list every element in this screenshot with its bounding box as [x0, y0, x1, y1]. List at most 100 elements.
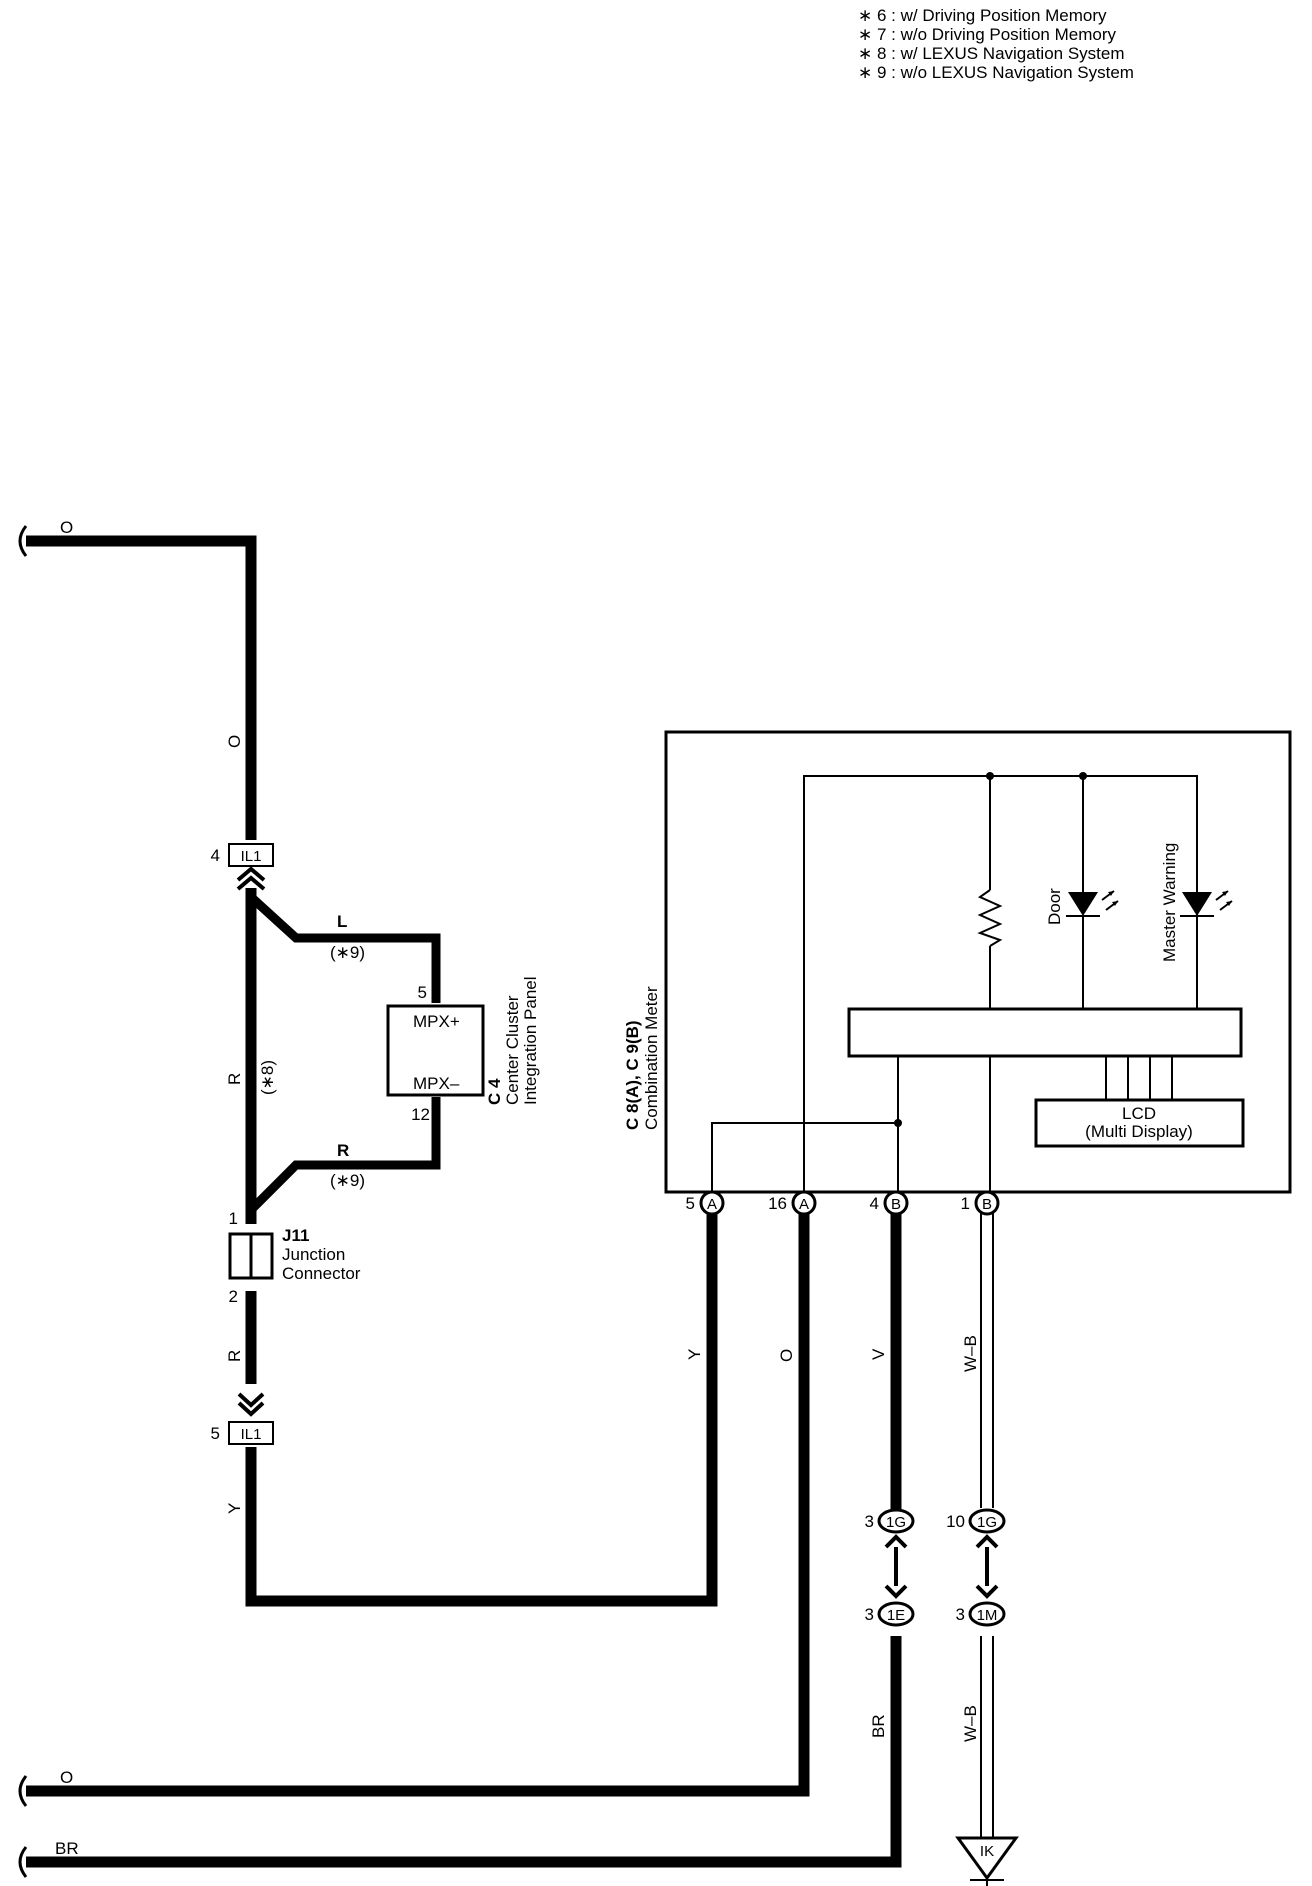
wire-wb-upper: [980, 1213, 994, 1508]
note-6: ∗ 6 : w/ Driving Position Memory: [858, 6, 1107, 25]
thick-wires: [26, 535, 902, 1868]
svg-text:B: B: [891, 1196, 901, 1213]
label-meter-v: V: [869, 1348, 888, 1360]
label-r-main: R: [225, 1073, 244, 1085]
label-bottom-br: BR: [55, 1839, 79, 1858]
c4-mpx-minus: MPX–: [413, 1074, 460, 1093]
c4-name-1: Center Cluster: [503, 995, 522, 1105]
wire-r-branch: [247, 1097, 441, 1214]
svg-text:1G: 1G: [977, 1514, 997, 1531]
connector-il1-top: IL1 4: [211, 843, 274, 891]
label-top-o: O: [60, 518, 73, 537]
svg-text:3: 3: [956, 1605, 965, 1624]
label-meter-o: O: [777, 1349, 796, 1362]
c4-pin-top: 5: [418, 983, 427, 1002]
label-br-vertical: BR: [869, 1714, 888, 1738]
resistor-icon: [977, 889, 1003, 947]
svg-text:10: 10: [946, 1512, 965, 1531]
wire-o-bottom: [26, 1213, 810, 1797]
svg-text:IK: IK: [980, 1843, 994, 1860]
j11-pin-bottom: 2: [229, 1287, 238, 1306]
svg-text:1G: 1G: [886, 1514, 906, 1531]
chevron-down-icon: [237, 1392, 265, 1417]
note-8: ∗ 8 : w/ LEXUS Navigation System: [858, 44, 1125, 63]
component-combination-meter: C 8(A), C 9(B) Combination Meter: [623, 730, 1292, 1194]
wire-o-top: [26, 535, 257, 840]
label-left-o: O: [225, 735, 244, 748]
il1-top-pin: 4: [211, 846, 220, 865]
il1-bottom-id: IL1: [241, 1426, 262, 1443]
label-l: L: [337, 912, 347, 931]
break-top: [18, 525, 28, 557]
c4-id: C 4: [485, 1078, 504, 1105]
meter-ic: [847, 1007, 1243, 1058]
il1-top-id: IL1: [241, 848, 262, 865]
meter-pins: A 5 A 16 B 4 B 1: [686, 1190, 1000, 1216]
connector-j11: 1 2 J11 Junction Connector: [228, 1209, 361, 1306]
break-o: [18, 1775, 28, 1807]
lcd-bus: [1105, 1056, 1173, 1100]
svg-text:16: 16: [768, 1194, 787, 1213]
wire-y-loop: [245, 1213, 718, 1607]
notes-legend: ∗ 6 : w/ Driving Position Memory ∗ 7 : w…: [858, 6, 1134, 82]
meter-pin-a16: A 16: [768, 1190, 817, 1216]
wire-br-bottom: [26, 1636, 902, 1868]
led-icon-door: [1066, 890, 1119, 917]
connector-il1-bottom: IL1 5: [211, 1392, 274, 1445]
connector-1e: 1E 3: [865, 1601, 915, 1627]
svg-text:5: 5: [686, 1194, 695, 1213]
ground-ik: IK: [955, 1836, 1019, 1886]
wire-wb-lower: [980, 1636, 994, 1838]
label-wb-lower: W–B: [961, 1705, 980, 1742]
svg-text:B: B: [982, 1196, 992, 1213]
wire-l-branch: [247, 893, 441, 1003]
svg-text:A: A: [707, 1196, 717, 1213]
label-meter-wb: W–B: [961, 1335, 980, 1372]
label-star8: (∗8): [258, 1060, 277, 1095]
meter-box: [664, 730, 1292, 1194]
meter-name: Combination Meter: [642, 986, 661, 1130]
chevron-pair-icon: [884, 1534, 999, 1599]
connector-1m: 1M 3: [956, 1601, 1006, 1627]
connector-1g-right: 1G 10: [946, 1508, 1006, 1534]
svg-text:1M: 1M: [977, 1607, 998, 1624]
wire-labels: O O L (∗9) R (∗8) R (∗9) R Y Y O V W–B B…: [55, 518, 980, 1858]
label-bottom-o: O: [60, 1768, 73, 1787]
break-marks: [18, 525, 28, 1878]
connector-1g-left: 1G 3: [865, 1508, 915, 1534]
component-c4: MPX+ MPX– 5 12 C 4 Center Cluster Integr…: [386, 976, 540, 1124]
led-icon-master: [1180, 890, 1233, 917]
j11-id: J11: [282, 1226, 309, 1245]
meter-id: C 8(A), C 9(B): [623, 1020, 642, 1130]
master-warning-label: Master Warning: [1160, 843, 1179, 962]
c4-name-2: Integration Panel: [521, 976, 540, 1105]
svg-text:1: 1: [961, 1194, 970, 1213]
c4-pin-bottom: 12: [411, 1105, 430, 1124]
lcd-box: [1034, 1098, 1245, 1148]
lcd-label-1: LCD: [1122, 1104, 1156, 1123]
label-r-lower: R: [337, 1141, 349, 1160]
break-br: [18, 1846, 28, 1878]
svg-text:1E: 1E: [887, 1607, 905, 1624]
note-9: ∗ 9 : w/o LEXUS Navigation System: [858, 63, 1134, 82]
label-l-note: (∗9): [330, 943, 365, 962]
door-label: Door: [1045, 888, 1064, 925]
svg-text:A: A: [799, 1196, 809, 1213]
svg-text:4: 4: [870, 1194, 879, 1213]
label-il1-y: Y: [225, 1503, 244, 1514]
j11-name-1: Junction: [282, 1245, 345, 1264]
label-j11-r: R: [225, 1350, 244, 1362]
il1-bottom-pin: 5: [211, 1424, 220, 1443]
branch-wires: [247, 893, 441, 1214]
wb-wire: [980, 1213, 994, 1838]
label-meter-y: Y: [685, 1349, 704, 1360]
j11-pin-top: 1: [229, 1209, 238, 1228]
chevron-up-icon: [236, 866, 266, 891]
svg-text:3: 3: [865, 1512, 874, 1531]
meter-pin-b1: B 1: [961, 1190, 1000, 1216]
j11-name-2: Connector: [282, 1264, 361, 1283]
meter-pin-a5: A 5: [686, 1190, 725, 1216]
svg-text:3: 3: [865, 1605, 874, 1624]
c4-mpx-plus: MPX+: [413, 1012, 460, 1031]
